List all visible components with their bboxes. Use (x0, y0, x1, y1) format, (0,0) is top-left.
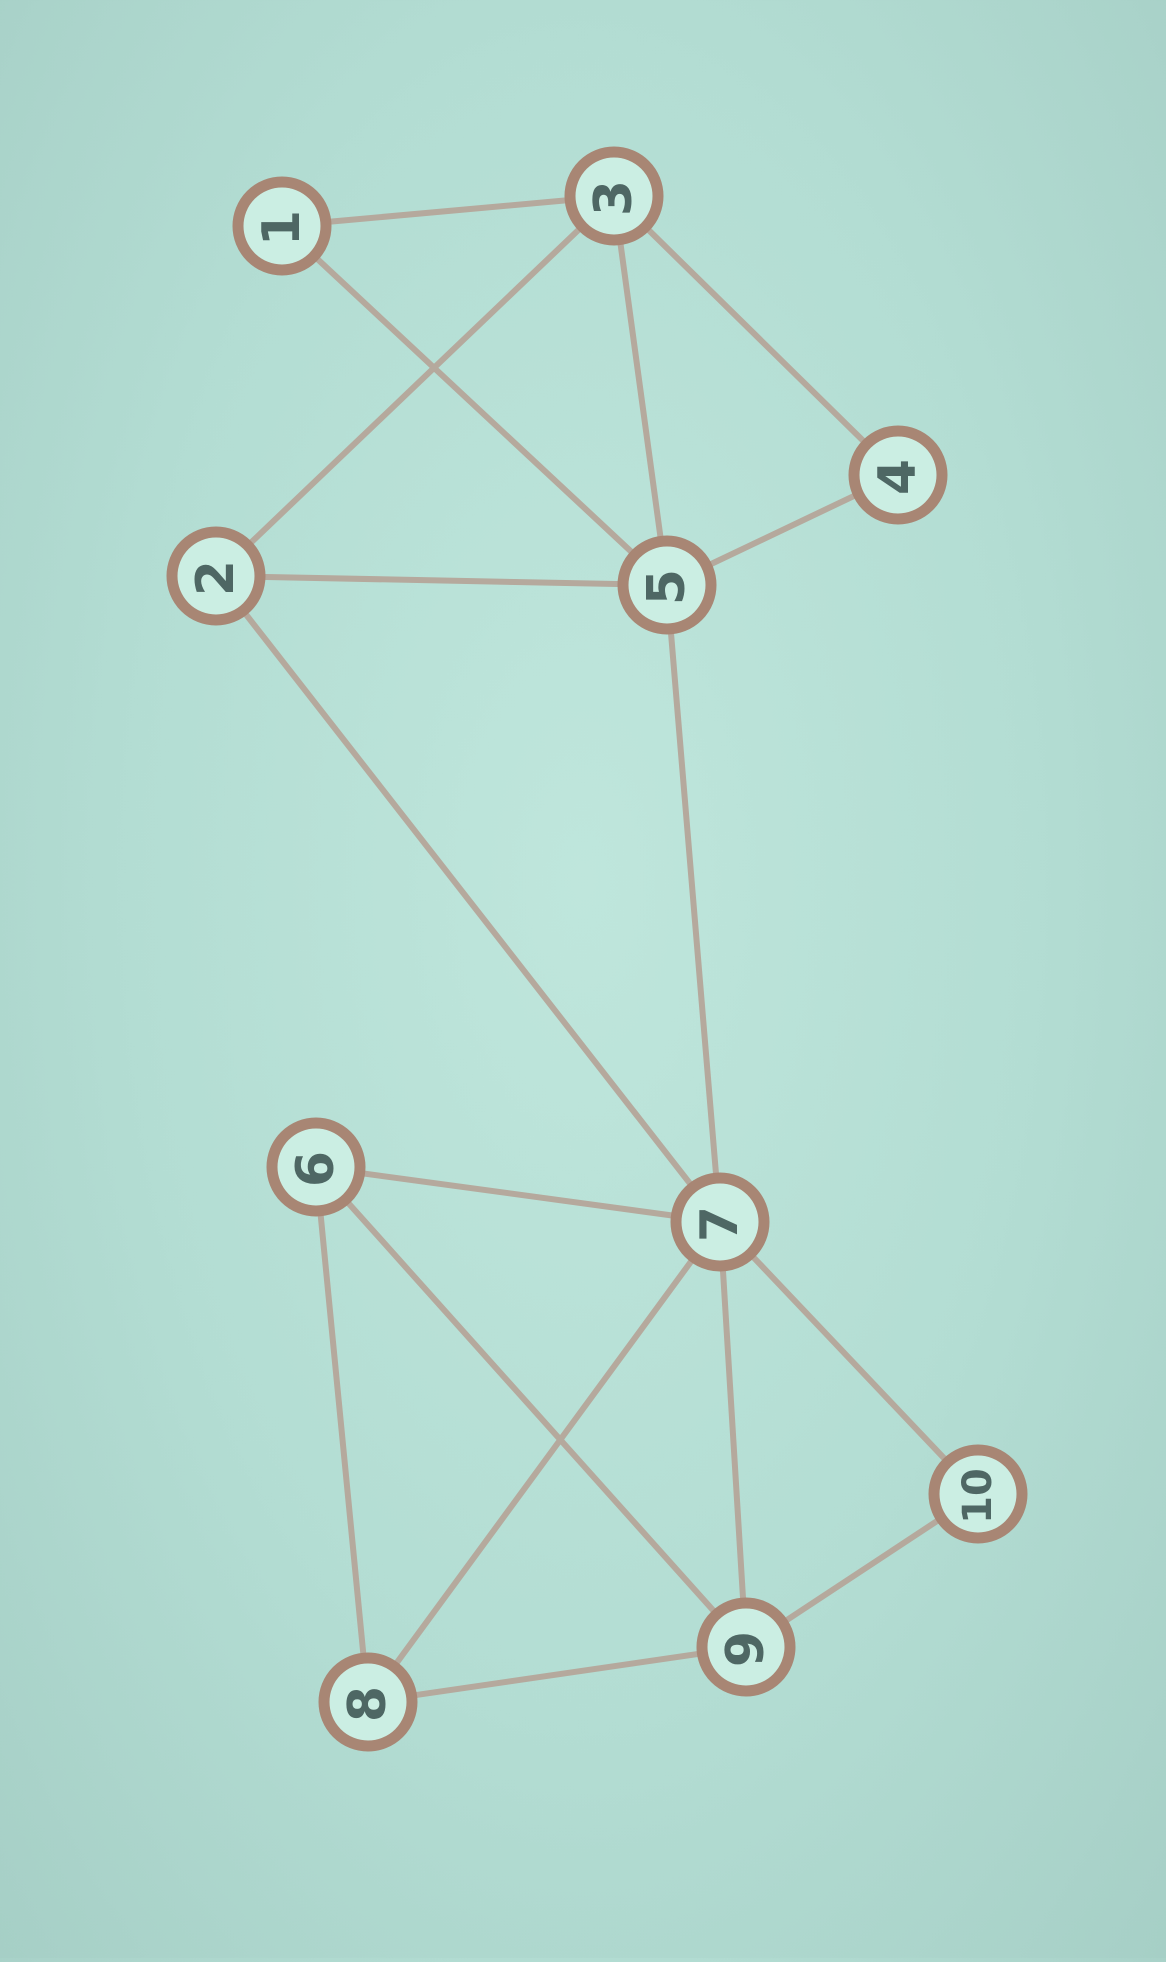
node-7: 7 (670, 1172, 770, 1272)
edge-6-7 (313, 1164, 723, 1225)
node-9: 9 (696, 1597, 796, 1697)
node-1: 1 (232, 176, 332, 276)
node-label: 3 (584, 180, 644, 216)
node-label: 10 (955, 1468, 1001, 1524)
node-circle (232, 176, 332, 276)
edge-7-10 (717, 1219, 981, 1497)
edge-3-5 (611, 193, 670, 588)
edge-8-9 (365, 1644, 749, 1705)
edge-7-8 (365, 1219, 723, 1705)
edge-5-7 (664, 582, 723, 1225)
edge-2-7 (213, 573, 723, 1225)
edge-6-9 (313, 1164, 749, 1650)
node-label: 8 (338, 1686, 398, 1722)
node-3: 3 (564, 146, 664, 246)
node-circle (318, 1652, 418, 1752)
node-5: 5 (617, 535, 717, 635)
node-label: 5 (637, 569, 697, 605)
node-10: 10 (928, 1444, 1028, 1544)
node-circle (564, 146, 664, 246)
edge-1-3 (279, 193, 617, 229)
node-circle (928, 1444, 1028, 1544)
node-label: 7 (690, 1206, 750, 1242)
node-circle (670, 1172, 770, 1272)
node-label: 9 (716, 1631, 776, 1667)
edge-3-4 (611, 193, 901, 478)
edge-7-9 (717, 1219, 749, 1650)
node-circle (266, 1117, 366, 1217)
node-label: 2 (186, 560, 246, 596)
node-2: 2 (166, 526, 266, 626)
nodes-layer: 1 2 3 4 5 6 7 8 9 10 (166, 146, 1028, 1752)
edge-1-5 (279, 223, 670, 588)
edge-6-8 (313, 1164, 371, 1705)
edge-2-5 (213, 573, 670, 588)
node-8: 8 (318, 1652, 418, 1752)
edge-2-3 (213, 193, 617, 579)
node-label: 4 (868, 459, 928, 495)
node-circle (617, 535, 717, 635)
node-circle (166, 526, 266, 626)
node-circle (848, 425, 948, 525)
edges-layer (213, 193, 981, 1705)
node-label: 6 (286, 1151, 346, 1187)
node-6: 6 (266, 1117, 366, 1217)
node-circle (696, 1597, 796, 1697)
node-label: 1 (252, 210, 312, 246)
node-4: 4 (848, 425, 948, 525)
